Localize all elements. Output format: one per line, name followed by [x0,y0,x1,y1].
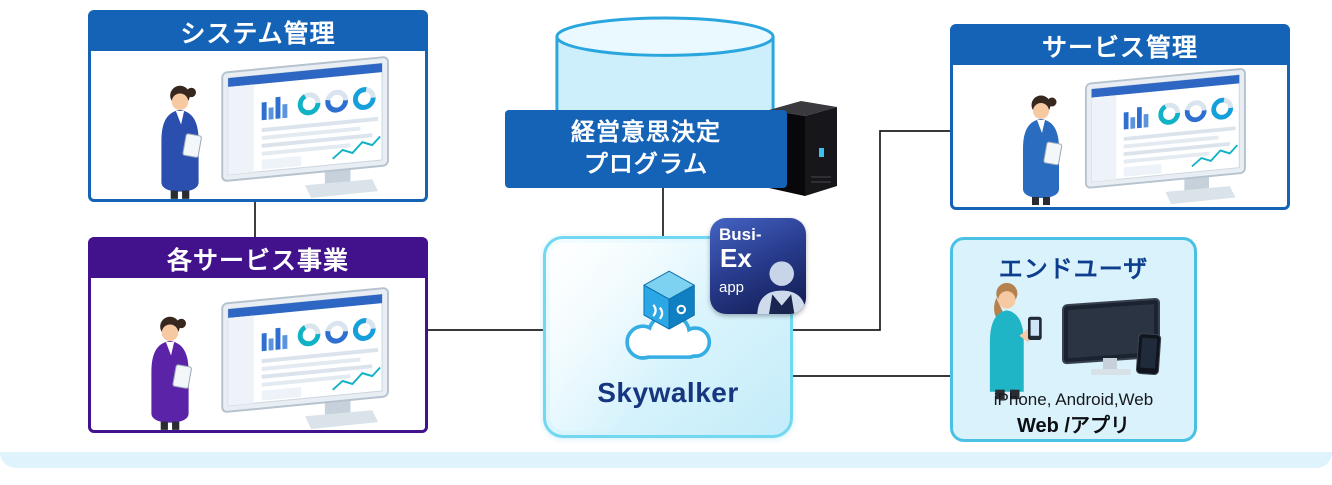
busiex-person-silhouette-icon [744,251,806,314]
end-user-devices-icon [1051,292,1179,392]
end-user-title: エンドユーザ [998,256,1149,283]
dashboard-monitor-icon [1075,65,1271,207]
business-person-icon [139,314,201,430]
busiex-app-badge: Busi- Ex app [710,218,806,314]
dashboard-monitor-icon [213,53,413,199]
admin-person-icon [149,83,211,199]
busiex-label-line1: Busi- [719,225,762,244]
decision-program-line2: プログラム [583,151,709,178]
end-user-devices-text: iPhone, Android,Web [993,390,1154,409]
service-business-illustration [91,278,425,430]
decision-program-line1: 経営意思決定 [571,119,721,147]
end-user-person-icon [973,280,1047,400]
canvas-bottom-edge [0,452,1332,468]
busiex-label-line2: Ex [720,243,752,273]
skywalker-label: Skywalker [597,377,739,408]
node-service-management: サービス管理 [950,24,1290,210]
system-management-title: システム管理 [91,13,425,51]
system-management-illustration [91,51,425,199]
end-user-platform-text: Web /アプリ [1017,415,1130,437]
decision-program-label: 経営意思決定 プログラム [505,110,787,188]
service-management-title: サービス管理 [953,27,1287,65]
node-service-business: 各サービス事業 [88,237,428,433]
service-business-title: 各サービス事業 [91,240,425,278]
service-management-illustration [953,65,1287,207]
dashboard-monitor-icon [213,284,413,430]
node-end-user: エンドユーザ iPhone, Android,Web Web /アプリ [950,237,1197,442]
node-system-management: システム管理 [88,10,428,202]
busiex-label-line3: app [719,279,745,296]
manager-person-icon [1011,93,1071,205]
